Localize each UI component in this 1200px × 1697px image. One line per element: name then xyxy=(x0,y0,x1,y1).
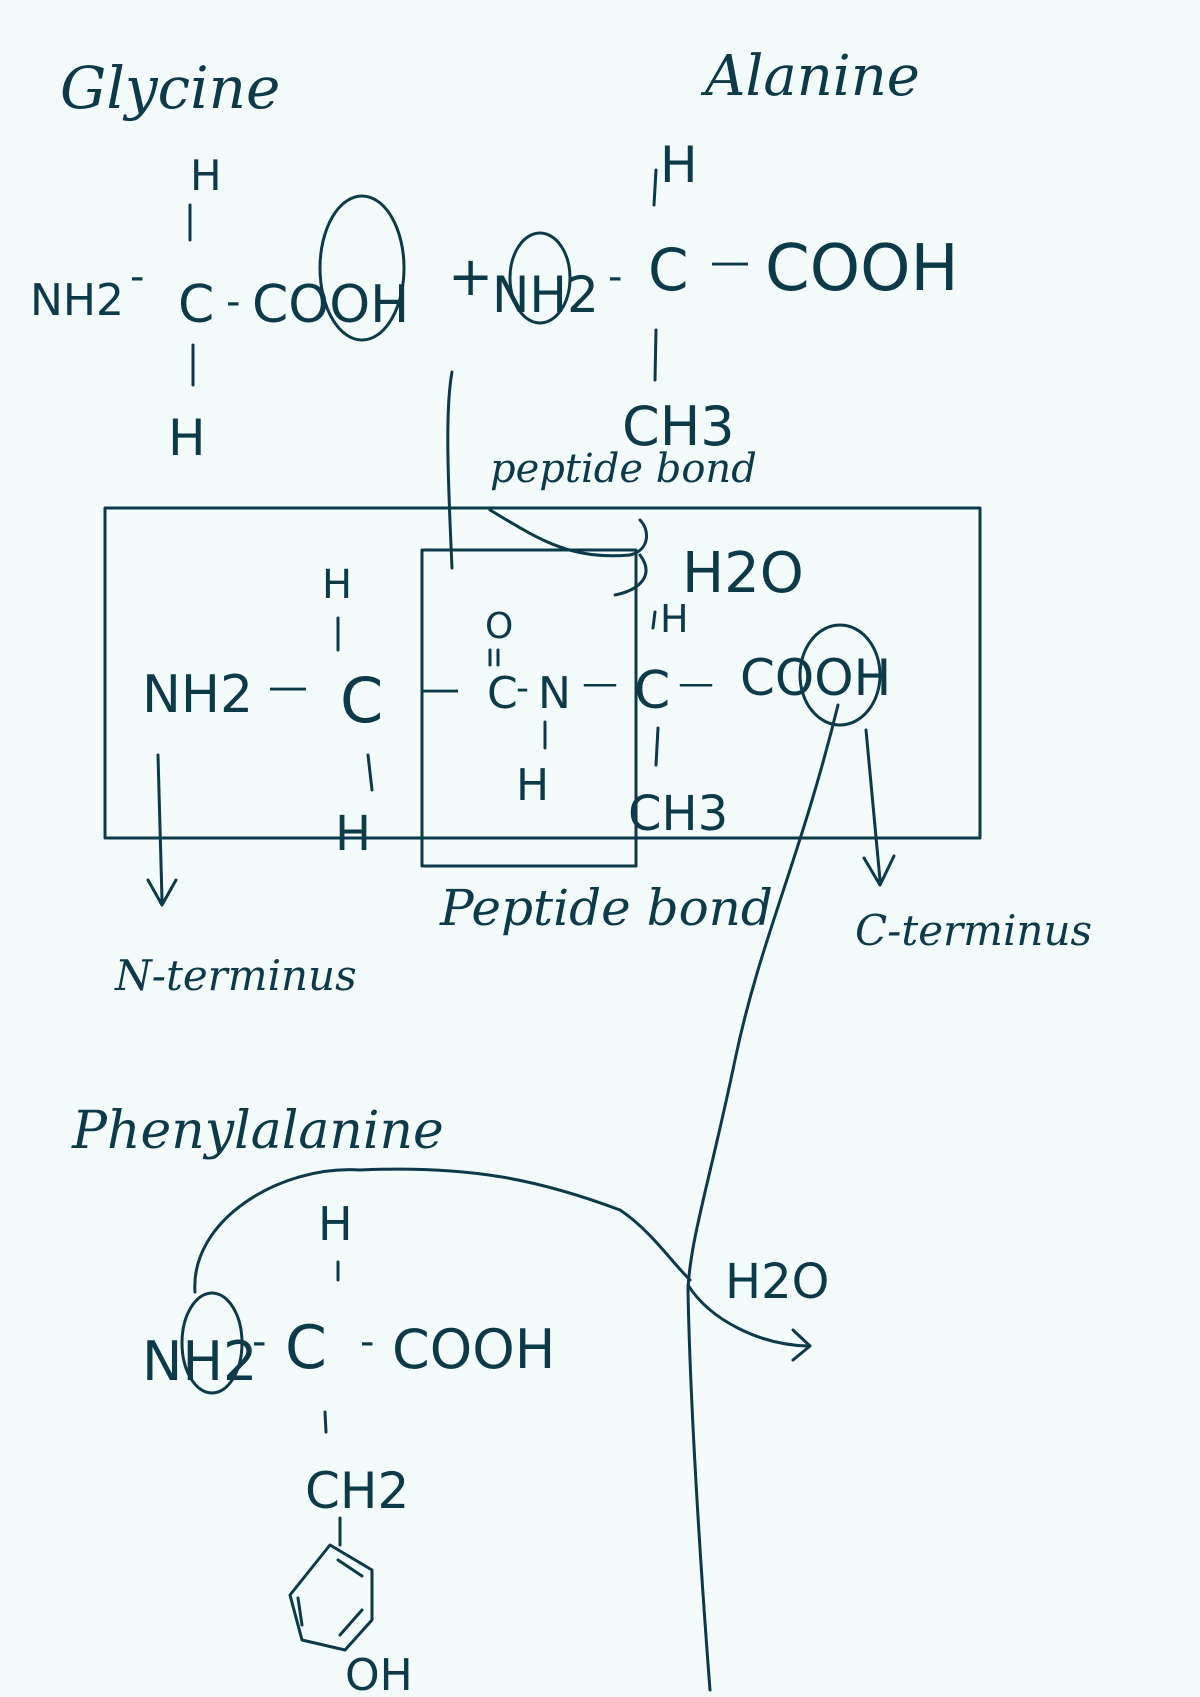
phenylalanine-ch2: CH2 xyxy=(305,1462,409,1520)
benzene-inner-bonds xyxy=(296,1558,364,1637)
glycine-structure: H NH2 - C - COOH H xyxy=(30,151,409,467)
water-2: H2O xyxy=(725,1254,829,1310)
dipeptide-o: O xyxy=(485,606,513,647)
glycine-oh-circle xyxy=(318,194,406,342)
phenylalanine-title: Phenylalanine xyxy=(71,1101,444,1161)
dipeptide-box xyxy=(103,506,982,840)
dipeptide-double-bond xyxy=(488,648,500,667)
alanine-top-h: H xyxy=(660,136,698,194)
phenylalanine-connector-curve xyxy=(193,1167,692,1294)
phenylalanine-top-h: H xyxy=(318,1197,353,1251)
dipeptide-bond-top2 xyxy=(651,610,657,630)
glycine-dash-1: - xyxy=(130,254,144,300)
phenylalanine-nh2: NH2 xyxy=(142,1330,257,1393)
water-1: H2O xyxy=(682,541,804,606)
dipeptide-cooh: COOH xyxy=(740,649,891,707)
phenylalanine-c: C xyxy=(285,1313,327,1383)
peptide-bond-label-bottom: Peptide bond xyxy=(439,879,773,937)
alanine-c: C xyxy=(648,236,689,304)
dipeptide-dash-2: — xyxy=(420,666,460,712)
dipeptide-dash-1: — xyxy=(268,664,308,710)
dipeptide-dash-4: — xyxy=(582,663,618,704)
c-terminus-arrow xyxy=(862,728,896,887)
alanine-cooh: COOH xyxy=(765,232,959,306)
dipeptide-dash-3: - xyxy=(516,668,529,709)
dipeptide-structure: NH2 — H C H — O C - N H — H C — COOH CH3 xyxy=(142,562,891,862)
glycine-title: Glycine xyxy=(60,54,280,122)
dipeptide-bond-bottom1 xyxy=(366,753,374,792)
alanine-bottom-bond xyxy=(653,328,658,382)
dipeptide-top-h2: H xyxy=(660,597,689,641)
alanine-dash-2: — xyxy=(710,239,750,285)
dipeptide-bottom-h1: H xyxy=(335,806,371,862)
n-terminus-arrow xyxy=(146,753,178,907)
dipeptide-oh-circle xyxy=(798,623,882,727)
glycine-c: C xyxy=(178,275,214,335)
alanine-nh2-circle xyxy=(508,231,572,325)
phenylalanine-dash-1: - xyxy=(252,1319,266,1365)
glycine-cooh: COOH xyxy=(252,275,409,335)
phenylalanine-bond-bottom xyxy=(323,1410,328,1434)
alanine-title: Alanine xyxy=(700,44,920,109)
dipeptide-nh: H xyxy=(516,760,549,811)
glycine-nh2: NH2 xyxy=(30,275,124,326)
n-terminus-label: N-terminus xyxy=(114,951,357,1000)
dipeptide-ch3: CH3 xyxy=(628,786,728,842)
alanine-nh2: NH2 xyxy=(492,266,599,324)
dipeptide-top-h1: H xyxy=(322,562,352,608)
phenylalanine-structure: H NH2 - C - COOH CH2 OH xyxy=(142,1197,555,1697)
dipeptide-co: C xyxy=(487,668,518,719)
dipeptide-n: N xyxy=(538,668,571,719)
phenylalanine-dash-2: - xyxy=(360,1319,374,1365)
alanine-structure: H NH2 - C — COOH CH3 xyxy=(492,136,959,458)
water-2-arrow xyxy=(686,1283,812,1362)
peptide-bond-arrow xyxy=(446,370,454,570)
peptide-bond-box xyxy=(420,548,638,868)
dipeptide-c2: C xyxy=(634,661,670,721)
phenylalanine-cooh: COOH xyxy=(392,1318,555,1381)
dipeptide-c1: C xyxy=(340,664,383,737)
glycine-top-h: H xyxy=(190,151,222,200)
plus-sign: + xyxy=(448,245,493,308)
glycine-dash-2: - xyxy=(226,279,240,325)
glycine-bottom-h: H xyxy=(168,409,206,467)
peptide-bond-label-top: peptide bond xyxy=(490,446,757,492)
phenylalanine-oh: OH xyxy=(345,1650,413,1697)
long-reaction-line xyxy=(686,703,840,1692)
dipeptide-bond-bottom2 xyxy=(654,726,660,767)
c-terminus-label: C-terminus xyxy=(855,906,1092,955)
dipeptide-nh2: NH2 xyxy=(142,665,253,725)
water-release-arrow xyxy=(488,508,649,597)
alanine-top-bond xyxy=(652,168,658,207)
benzene-ring xyxy=(288,1543,374,1652)
alanine-ch3: CH3 xyxy=(622,395,735,458)
dipeptide-dash-5: — xyxy=(678,663,714,704)
alanine-dash-1: - xyxy=(608,254,622,300)
phenylalanine-nh2-circle xyxy=(180,1291,244,1395)
